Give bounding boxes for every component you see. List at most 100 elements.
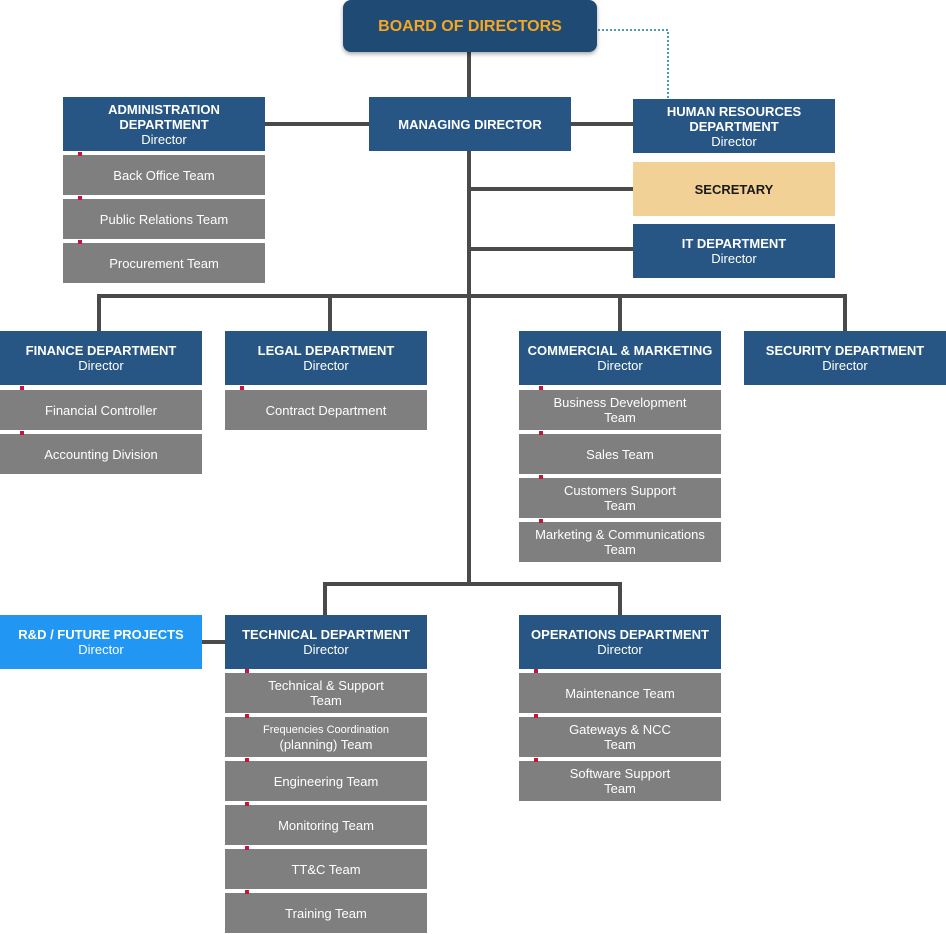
connector-it <box>469 247 633 251</box>
board-of-directors-box[interactable]: BOARD OF DIRECTORS <box>343 0 597 52</box>
team-training[interactable]: Training Team <box>225 893 427 933</box>
connector-finance <box>97 294 101 331</box>
legal-department-box[interactable]: LEGAL DEPARTMENT Director <box>225 331 427 385</box>
team-label-line2: Team <box>604 498 636 513</box>
marker-dot <box>78 152 82 156</box>
managing-director-label: MANAGING DIRECTOR <box>398 116 542 132</box>
team-label-line1: Technical & Support <box>268 678 384 693</box>
administration-department-box[interactable]: ADMINISTRATION DEPARTMENT Director <box>63 97 265 151</box>
rd-future-projects-box[interactable]: R&D / FUTURE PROJECTS Director <box>0 615 202 669</box>
human-resources-department-box[interactable]: HUMAN RESOURCES DEPARTMENT Director <box>633 99 835 153</box>
connector-md-hr <box>571 122 633 126</box>
marker-dot <box>245 669 249 673</box>
marker-dot <box>539 519 543 523</box>
marker-dot <box>539 475 543 479</box>
team-software-support[interactable]: Software Support Team <box>519 761 721 801</box>
marker-dot <box>245 802 249 806</box>
team-label: Accounting Division <box>44 446 158 462</box>
team-engineering[interactable]: Engineering Team <box>225 761 427 801</box>
team-procurement[interactable]: Procurement Team <box>63 243 265 283</box>
team-label: Public Relations Team <box>99 211 229 227</box>
hr-role: Director <box>711 133 757 149</box>
legal-title: LEGAL DEPARTMENT <box>257 343 395 358</box>
team-label-line1: Software Support <box>569 766 671 781</box>
commercial-title: COMMERCIAL & MARKETING <box>527 343 713 358</box>
team-label-line1: Marketing & Communications <box>535 527 705 542</box>
team-ttc[interactable]: TT&C Team <box>225 849 427 889</box>
hr-title-line1: HUMAN RESOURCES <box>666 103 802 119</box>
team-label: Procurement Team <box>109 255 219 271</box>
team-marketing-communications[interactable]: Marketing & Communications Team <box>519 522 721 562</box>
team-label-line1: Frequencies Coordination <box>263 723 389 736</box>
operations-title: OPERATIONS DEPARTMENT <box>531 627 709 642</box>
connector-technical <box>323 582 327 615</box>
security-department-box[interactable]: SECURITY DEPARTMENT Director <box>744 331 946 385</box>
it-department-box[interactable]: IT DEPARTMENT Director <box>633 224 835 278</box>
team-label-line2: (planning) Team <box>279 736 373 752</box>
marker-dot <box>539 431 543 435</box>
marker-dot <box>245 846 249 850</box>
commercial-role: Director <box>597 358 643 373</box>
marker-dot <box>78 196 82 200</box>
marker-dot <box>539 386 543 390</box>
security-title: SECURITY DEPARTMENT <box>765 343 925 358</box>
connector-departments-bar <box>97 294 847 298</box>
team-label: Contract Department <box>265 402 387 418</box>
it-title: IT DEPARTMENT <box>681 236 787 251</box>
marker-dot <box>534 714 538 718</box>
team-label-line2: Team <box>604 410 636 425</box>
connector-security <box>843 294 847 331</box>
marker-dot <box>20 431 24 435</box>
team-label: Monitoring Team <box>278 817 374 833</box>
marker-dot <box>245 758 249 762</box>
team-business-development[interactable]: Business Development Team <box>519 390 721 430</box>
team-label: Back Office Team <box>113 167 215 183</box>
team-label-line1: Business Development <box>553 395 687 410</box>
rd-role: Director <box>78 642 124 657</box>
team-back-office[interactable]: Back Office Team <box>63 155 265 195</box>
connector-secretary <box>469 187 633 191</box>
commercial-marketing-department-box[interactable]: COMMERCIAL & MARKETING Director <box>519 331 721 385</box>
connector-legal <box>328 294 332 331</box>
hr-title-line2: DEPARTMENT <box>689 118 779 134</box>
administration-title-line1: ADMINISTRATION <box>108 101 220 117</box>
connector-rd-technical <box>202 640 225 644</box>
team-label: Training Team <box>285 905 367 921</box>
marker-dot <box>534 669 538 673</box>
team-label: Maintenance Team <box>565 685 675 701</box>
team-label-line2: Team <box>604 542 636 557</box>
technical-role: Director <box>303 642 349 657</box>
technical-title: TECHNICAL DEPARTMENT <box>242 627 410 642</box>
team-label: Engineering Team <box>273 773 379 789</box>
finance-department-box[interactable]: FINANCE DEPARTMENT Director <box>0 331 202 385</box>
team-maintenance[interactable]: Maintenance Team <box>519 673 721 713</box>
marker-dot <box>78 240 82 244</box>
team-accounting-division[interactable]: Accounting Division <box>0 434 202 474</box>
connector-admin-md <box>265 122 369 126</box>
team-label: Financial Controller <box>45 402 157 418</box>
team-financial-controller[interactable]: Financial Controller <box>0 390 202 430</box>
team-frequencies-coordination[interactable]: Frequencies Coordination (planning) Team <box>225 717 427 757</box>
team-monitoring[interactable]: Monitoring Team <box>225 805 427 845</box>
marker-dot <box>20 386 24 390</box>
team-contract-department[interactable]: Contract Department <box>225 390 427 430</box>
team-gateways-ncc[interactable]: Gateways & NCC Team <box>519 717 721 757</box>
marker-dot <box>534 758 538 762</box>
connector-operations <box>618 582 622 615</box>
connector-trunk <box>467 52 471 586</box>
technical-department-box[interactable]: TECHNICAL DEPARTMENT Director <box>225 615 427 669</box>
it-role: Director <box>711 251 757 266</box>
team-public-relations[interactable]: Public Relations Team <box>63 199 265 239</box>
connector-commercial <box>618 294 622 331</box>
team-technical-support[interactable]: Technical & Support Team <box>225 673 427 713</box>
team-sales[interactable]: Sales Team <box>519 434 721 474</box>
operations-department-box[interactable]: OPERATIONS DEPARTMENT Director <box>519 615 721 669</box>
finance-title: FINANCE DEPARTMENT <box>25 343 177 358</box>
administration-title-line2: DEPARTMENT <box>119 116 209 132</box>
team-customers-support[interactable]: Customers Support Team <box>519 478 721 518</box>
operations-role: Director <box>597 642 643 657</box>
team-label: Sales Team <box>586 446 654 462</box>
secretary-box[interactable]: SECRETARY <box>633 162 835 216</box>
marker-dot <box>245 714 249 718</box>
managing-director-box[interactable]: MANAGING DIRECTOR <box>369 97 571 151</box>
